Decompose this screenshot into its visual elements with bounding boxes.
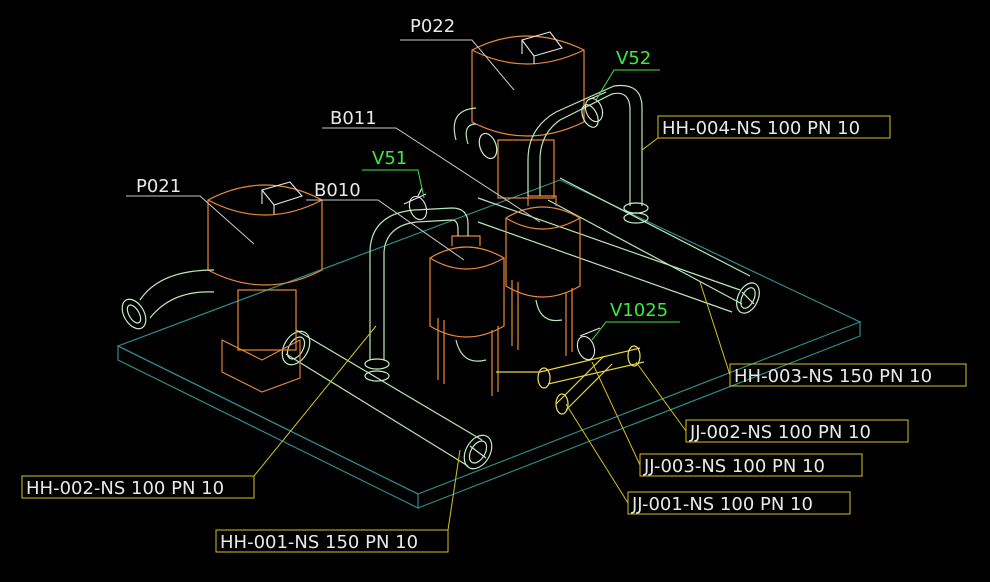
line-tag-jj001: JJ-001-NS 100 PN 10 (565, 403, 851, 515)
tag-v1025: V1025 (591, 300, 680, 341)
line-tag-jj002: JJ-002-NS 100 PN 10 (635, 361, 909, 443)
svg-text:JJ-001-NS 100 PN 10: JJ-001-NS 100 PN 10 (631, 494, 813, 515)
pipe-hh004 (527, 84, 649, 224)
svg-text:HH-001-NS 150 PN 10: HH-001-NS 150 PN 10 (220, 532, 418, 553)
tag-b010: B010 (306, 180, 465, 261)
tag-v52: V52 (595, 48, 660, 101)
tag-b011: B011 (322, 108, 541, 223)
pump-p022 (453, 31, 585, 199)
tag-p021: P021 (126, 176, 255, 245)
svg-text:HH-004-NS 100 PN 10: HH-004-NS 100 PN 10 (662, 118, 860, 139)
valve-v51 (403, 187, 428, 221)
line-tag-hh002: HH-002-NS 100 PN 10 (21, 325, 377, 499)
svg-text:HH-003-NS 150 PN 10: HH-003-NS 150 PN 10 (734, 366, 932, 387)
vessel-b011 (505, 195, 581, 356)
vessel-b010 (429, 235, 505, 396)
tag-p022: P022 (400, 16, 515, 91)
line-tag-hh003: HH-003-NS 150 PN 10 (699, 281, 967, 387)
line-tag-hh004: HH-004-NS 100 PN 10 (641, 115, 891, 151)
svg-text:HH-002-NS 100 PN 10: HH-002-NS 100 PN 10 (26, 478, 224, 499)
header-pipe-hh003 (477, 177, 760, 314)
svg-text:P021: P021 (136, 176, 181, 197)
svg-text:B011: B011 (330, 108, 377, 129)
tag-v51: V51 (362, 148, 425, 199)
pipe-hh002 (364, 207, 469, 382)
svg-text:JJ-003-NS 100 PN 10: JJ-003-NS 100 PN 10 (643, 456, 825, 477)
line-tag-jj003: JJ-003-NS 100 PN 10 (591, 361, 863, 477)
valve-v1025 (576, 327, 601, 361)
svg-text:B010: B010 (314, 180, 361, 201)
valve-v52 (584, 91, 607, 123)
svg-text:JJ-002-NS 100 PN 10: JJ-002-NS 100 PN 10 (689, 422, 871, 443)
svg-text:V52: V52 (616, 48, 651, 69)
svg-text:V51: V51 (372, 148, 407, 169)
header-pipe-hh001 (281, 329, 493, 470)
base-slab (116, 179, 862, 509)
svg-text:P022: P022 (410, 16, 455, 37)
pump-p021 (121, 181, 323, 393)
pipe-jj-group (496, 345, 645, 415)
line-tag-hh001: HH-001-NS 150 PN 10 (215, 449, 461, 553)
svg-text:V1025: V1025 (610, 300, 668, 321)
